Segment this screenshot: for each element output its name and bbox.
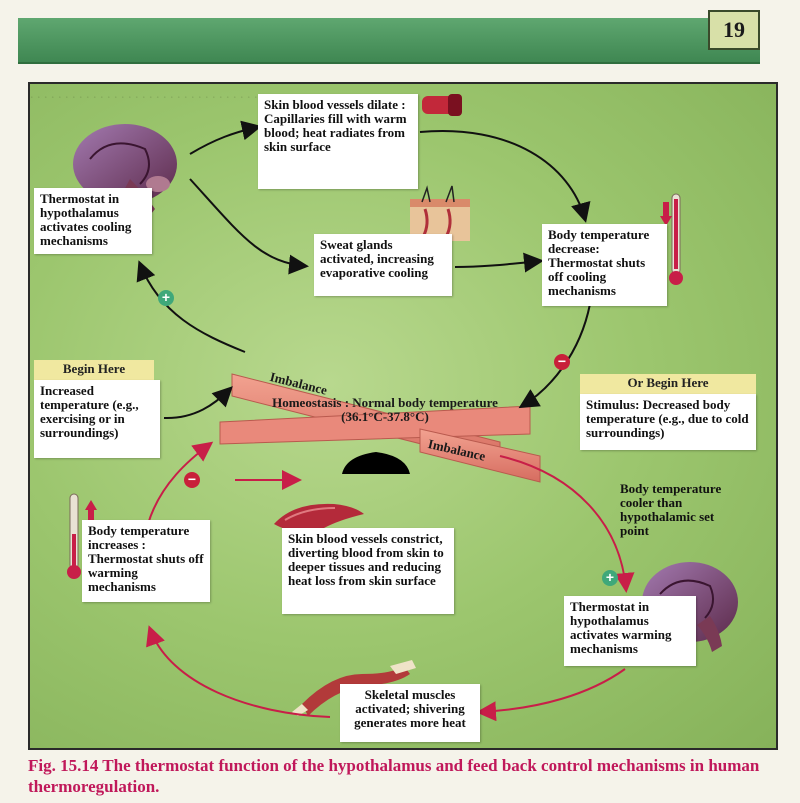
figure-frame: . . . . . . . . . . . . . . . . . . . . … [28,82,778,750]
box-stimulus: Stimulus: Decreased body temperature (e.… [580,394,756,450]
box-cooler: Body temperature cooler than hypothalami… [620,481,722,538]
background-texture: . . . . . . . . . . . . . . . . . . . . … [30,87,293,102]
box-sweat-glands: Sweat glands activated, increasing evapo… [314,234,452,296]
tab-or-begin-here: Or Begin Here [580,374,756,394]
skeletal-muscle-icon [292,660,416,716]
thermometer-hot-icon [660,193,683,285]
minus-sign-left: − [184,472,200,488]
box-temp-decrease: Body temperature decrease: Thermostat sh… [542,224,667,306]
blood-vessel-constricted-icon [274,503,364,533]
box-thermostat-warm: Thermostat in hypothalamus activates war… [564,596,696,666]
skin-section-icon [410,185,470,241]
plank-front [219,405,531,445]
plus-sign-upper: + [158,290,174,306]
arrow-imbalance-to-cooler [499,455,635,593]
arrow-brain-to-sweat [189,178,309,275]
page-number: 19 [708,10,760,50]
arrow-begin-to-imbalance [163,386,233,420]
box-increased-temp: Increased temperature (e.g., exercising … [34,380,160,458]
arrow-brain-to-skin [189,120,262,155]
minus-sign-right: − [554,354,570,370]
box-thermostat-cool: Thermostat in hypothalamus activates coo… [34,188,152,254]
box-muscles: Skeletal muscles activated; shivering ge… [340,684,480,742]
figure-caption: Fig. 15.14 The thermostat function of th… [28,756,760,796]
arrow-imbalance-to-brain [136,260,246,353]
box-temp-increases: Body temperature increases : Thermostat … [82,520,210,602]
blood-vessel-dilated-icon [422,94,462,116]
arrow-muscles-to-increase [146,625,331,718]
arrow-sweat-to-decrease [454,252,544,273]
tab-begin-here: Begin Here [34,360,154,380]
header-bar [18,18,760,64]
plus-sign-lower: + [602,570,618,586]
box-skin-constrict: Skin blood vessels constrict, diverting … [282,528,454,614]
arrow-skin-to-decrease [419,130,591,223]
arrow-increase-to-balance [147,441,214,525]
thermometer-cold-icon [67,493,97,579]
balance-fulcrum [342,452,410,474]
box-skin-dilate: Skin blood vessels dilate : Capillaries … [258,94,418,189]
plank-lower [419,428,541,483]
label-homeostasis: Homeostasis : Normal body temperature (3… [272,395,498,424]
arrow-warm-to-muscles [476,668,626,722]
